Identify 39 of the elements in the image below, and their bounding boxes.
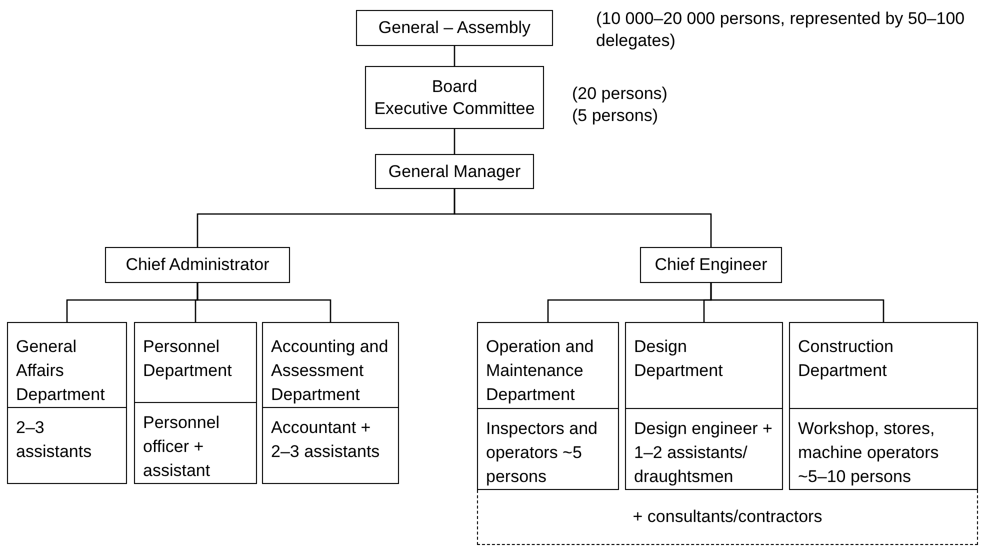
department-name: Construction Department [798,337,894,380]
role-box [356,10,553,46]
staff-description: Workshop, stores, machine operators ~5–10 persons [798,419,939,486]
staff-description: Personnel officer + assistant [143,413,220,480]
role-name: Chief Engineer [654,254,768,276]
connector-line [454,129,456,154]
size-note: (20 persons) [572,83,668,105]
department-box [262,322,399,484]
role-box [375,154,534,189]
department-name: General Affairs Department [16,337,105,404]
connector-line [196,283,332,322]
department-name: Design Department [634,337,723,380]
dashed-group-box [477,490,978,545]
role-box [105,247,290,283]
staff-description: 2–3 assistants [16,418,92,461]
connector-line [454,189,712,247]
department-box [7,322,127,484]
staff-description: Design engineer + 1–2 assistants/ draughtsmen [634,419,772,486]
role-name: Executive Committee [374,98,535,120]
size-note: (5 persons) [572,105,659,127]
department-name: Accounting and Assessment Department [271,337,388,404]
role-name: Chief Administrator [126,254,270,276]
role-name: General Manager [388,160,521,182]
department-name: Personnel Department [143,337,232,380]
department-box [789,322,978,490]
connector-line [710,283,884,322]
size-note: (10 000–20 000 persons, represented by 50–100 delegates) [596,8,966,52]
department-box [134,322,257,484]
connector-line [454,46,456,66]
staff-description: Accountant + 2–3 assistants [271,418,380,461]
department-box [477,322,619,490]
role-name: Board [432,76,478,98]
role-box [365,66,544,129]
group-note: + consultants/contractors [632,506,822,528]
staff-description: Inspectors and operators ~5 persons [486,419,598,486]
department-name: Operation and Maintenance Department [486,337,594,404]
department-box [625,322,783,490]
role-name: General – Assembly [378,17,531,39]
role-box [640,247,782,283]
